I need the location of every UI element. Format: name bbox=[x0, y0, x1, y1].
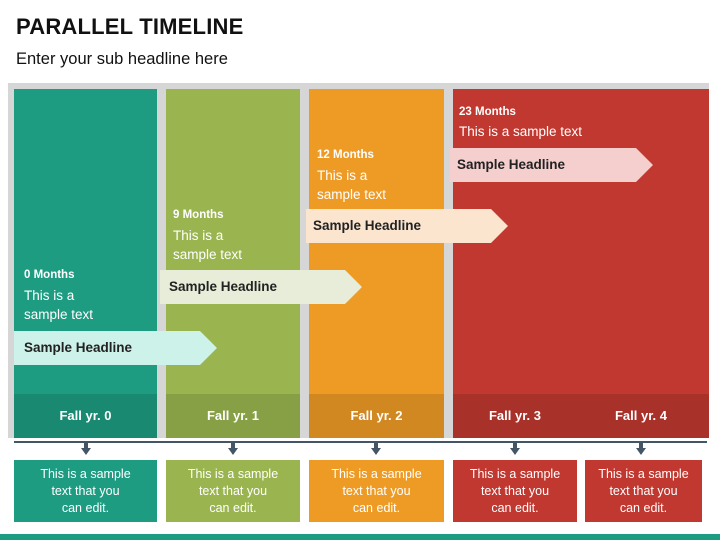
down-arrow-icon bbox=[81, 443, 91, 455]
year-bar-1 bbox=[166, 394, 300, 438]
description-line: This is a sample bbox=[187, 467, 279, 481]
milestone-text-1-line1: This is a bbox=[173, 228, 224, 243]
milestone-text-3: This is a sample text bbox=[459, 124, 583, 139]
milestone-months-3: 23 Months bbox=[459, 106, 516, 118]
description-line: This is a sample bbox=[40, 467, 131, 481]
year-label-0: Fall yr. 0 bbox=[59, 408, 112, 423]
bottom-accent-band bbox=[0, 534, 720, 540]
description-box-3: This is a sample text that you can edit. bbox=[453, 460, 577, 522]
milestone-months-2: 12 Months bbox=[317, 149, 374, 161]
milestone-months-0: 0 Months bbox=[24, 269, 75, 281]
down-arrow-icon bbox=[510, 443, 520, 455]
description-line: This is a sample bbox=[469, 467, 561, 481]
year-bar-2 bbox=[309, 394, 444, 438]
description-line: can edit. bbox=[209, 501, 257, 515]
milestone-text-0-line2: sample text bbox=[24, 307, 94, 322]
description-line: text that you bbox=[342, 484, 411, 498]
year-bar-0 bbox=[14, 394, 157, 438]
milestone-text-2-line2: sample text bbox=[317, 187, 387, 202]
description-line: text that you bbox=[609, 484, 678, 498]
page-subtitle: Enter your sub headline here bbox=[16, 50, 228, 68]
headline-arrow-1 bbox=[160, 270, 362, 304]
description-line: text that you bbox=[51, 484, 120, 498]
description-box-0: This is a sample text that you can edit. bbox=[14, 460, 157, 522]
description-line: This is a sample bbox=[331, 467, 422, 481]
description-line: can edit. bbox=[491, 501, 539, 515]
headline-arrow-3 bbox=[450, 148, 653, 182]
year-label-1: Fall yr. 1 bbox=[206, 408, 260, 423]
headline-label-3: Sample Headline bbox=[457, 157, 566, 172]
description-box-4: This is a sample text that you can edit. bbox=[585, 460, 702, 522]
headline-label-0: Sample Headline bbox=[24, 340, 133, 355]
description-line: can edit. bbox=[61, 501, 110, 515]
milestone-text-2-line1: This is a bbox=[317, 168, 368, 183]
year-label-4: Fall yr. 4 bbox=[614, 408, 668, 423]
headline-arrow-0 bbox=[14, 331, 217, 365]
timeline-column-1 bbox=[166, 89, 300, 438]
description-line: can edit. bbox=[352, 501, 401, 515]
page-title: PARALLEL TIMELINE bbox=[16, 14, 244, 39]
description-line: text that you bbox=[480, 484, 550, 498]
down-arrow-icon bbox=[636, 443, 646, 455]
description-line: This is a sample bbox=[598, 467, 689, 481]
description-box-1: This is a sample text that you can edit. bbox=[166, 460, 300, 522]
milestone-months-1: 9 Months bbox=[173, 209, 224, 221]
headline-label-1: Sample Headline bbox=[169, 279, 278, 294]
year-label-3: Fall yr. 3 bbox=[488, 408, 542, 423]
year-bar-3 bbox=[453, 394, 709, 438]
down-arrow-icon bbox=[371, 443, 381, 455]
headline-label-2: Sample Headline bbox=[313, 218, 422, 233]
description-line: can edit. bbox=[619, 501, 668, 515]
down-arrow-icon bbox=[228, 443, 238, 455]
description-box-2: This is a sample text that you can edit. bbox=[309, 460, 444, 522]
headline-arrow-2 bbox=[306, 209, 508, 243]
timeline-column-3 bbox=[453, 89, 709, 438]
year-label-2: Fall yr. 2 bbox=[350, 408, 403, 423]
timeline-axis-line bbox=[14, 441, 707, 443]
milestone-text-0-line1: This is a bbox=[24, 288, 75, 303]
milestone-text-1-line2: sample text bbox=[173, 247, 243, 262]
description-line: text that you bbox=[198, 484, 268, 498]
timeline-column-0 bbox=[14, 89, 157, 438]
timeline-column-2 bbox=[309, 89, 444, 438]
